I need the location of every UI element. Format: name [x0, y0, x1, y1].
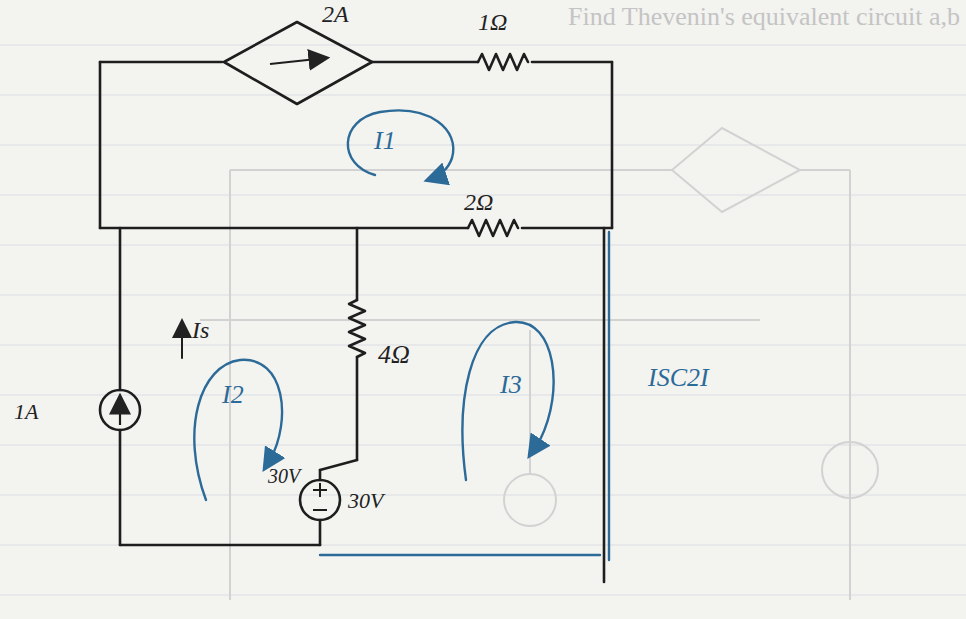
mesh-current: I3: [500, 372, 522, 398]
resistor-symbol: [468, 220, 518, 236]
bleed-through: [200, 128, 878, 600]
resistor-symbol: [478, 54, 528, 70]
mesh-loop: [348, 111, 453, 180]
dependent-source: 2A: [222, 0, 374, 108]
mesh-loop: [463, 322, 554, 480]
short-wire: [320, 554, 600, 556]
current-label: Is: [192, 318, 209, 342]
source-value: 1A: [14, 401, 38, 423]
source-value: 2A: [322, 2, 349, 26]
source-value: 30V: [268, 466, 300, 486]
resistor-label: 1Ω: [478, 10, 507, 34]
symbol-outline: [222, 0, 374, 108]
resistor-symbol: [349, 300, 365, 357]
source-value: 30V: [348, 490, 383, 512]
current-source: 1A: [10, 385, 145, 435]
short-wire: [608, 232, 610, 560]
mesh-current: I2: [222, 382, 244, 408]
current-arrow: [181, 322, 183, 358]
bleed-through-text: Find Thevenin's equivalent circuit a,b: [568, 4, 960, 30]
paper-rule: [0, 45, 966, 595]
resistor-label: 2Ω: [464, 190, 493, 214]
resistor-label: 4Ω: [378, 342, 410, 368]
voltage-source: 30V 30V: [262, 462, 412, 526]
mesh-current: I1: [374, 128, 396, 154]
short-circuit-current: ISC2I: [648, 365, 709, 391]
